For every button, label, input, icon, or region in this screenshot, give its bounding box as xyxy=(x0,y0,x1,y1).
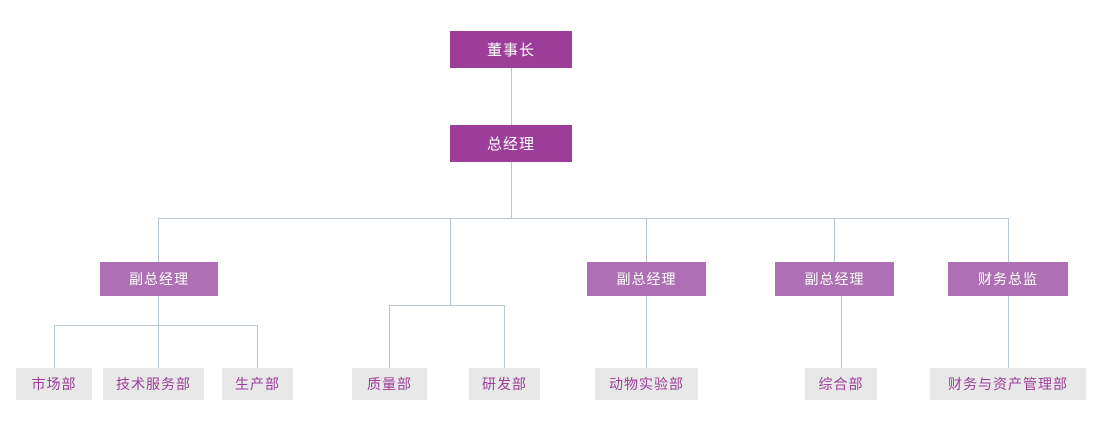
node-dept-production[interactable]: 生产部 xyxy=(222,368,293,400)
connector-chairman-to-gm xyxy=(511,68,512,125)
connector-bus-to-deputy-1 xyxy=(158,218,159,262)
node-dept-quality[interactable]: 质量部 xyxy=(352,368,427,400)
connector-main-bus xyxy=(158,218,1009,219)
node-chairman[interactable]: 董事长 xyxy=(450,31,572,68)
node-dept-general-affairs[interactable]: 综合部 xyxy=(805,368,877,400)
node-dept-rnd[interactable]: 研发部 xyxy=(469,368,540,400)
node-dept-finance-asset[interactable]: 财务与资产管理部 xyxy=(930,368,1086,400)
connector-bus-to-deputy-3 xyxy=(834,218,835,262)
connector-to-rnd xyxy=(504,305,505,368)
connector-to-tech-service xyxy=(158,325,159,368)
connector-deputy-1-bus xyxy=(54,325,258,326)
connector-to-finance-asset xyxy=(1008,296,1009,368)
node-deputy-gm-2[interactable]: 副总经理 xyxy=(587,262,706,296)
connector-quality-rnd-bus xyxy=(389,305,505,306)
node-deputy-gm-3[interactable]: 副总经理 xyxy=(775,262,894,296)
node-dept-animal-lab[interactable]: 动物实验部 xyxy=(595,368,698,400)
connector-bus-to-quality-rnd-branch xyxy=(450,218,451,305)
node-finance-director[interactable]: 财务总监 xyxy=(948,262,1068,296)
node-general-manager[interactable]: 总经理 xyxy=(450,125,572,162)
connector-gm-stem xyxy=(511,162,512,218)
node-dept-tech-service[interactable]: 技术服务部 xyxy=(103,368,204,400)
node-dept-marketing[interactable]: 市场部 xyxy=(16,368,92,400)
connector-to-general-affairs xyxy=(841,296,842,368)
connector-bus-to-finance-director xyxy=(1008,218,1009,262)
connector-bus-to-deputy-2 xyxy=(646,218,647,262)
connector-to-marketing xyxy=(54,325,55,368)
connector-deputy-1-stem xyxy=(158,296,159,325)
connector-to-animal-lab xyxy=(646,296,647,368)
node-deputy-gm-1[interactable]: 副总经理 xyxy=(100,262,218,296)
connector-to-quality xyxy=(389,305,390,368)
connector-to-production xyxy=(257,325,258,368)
